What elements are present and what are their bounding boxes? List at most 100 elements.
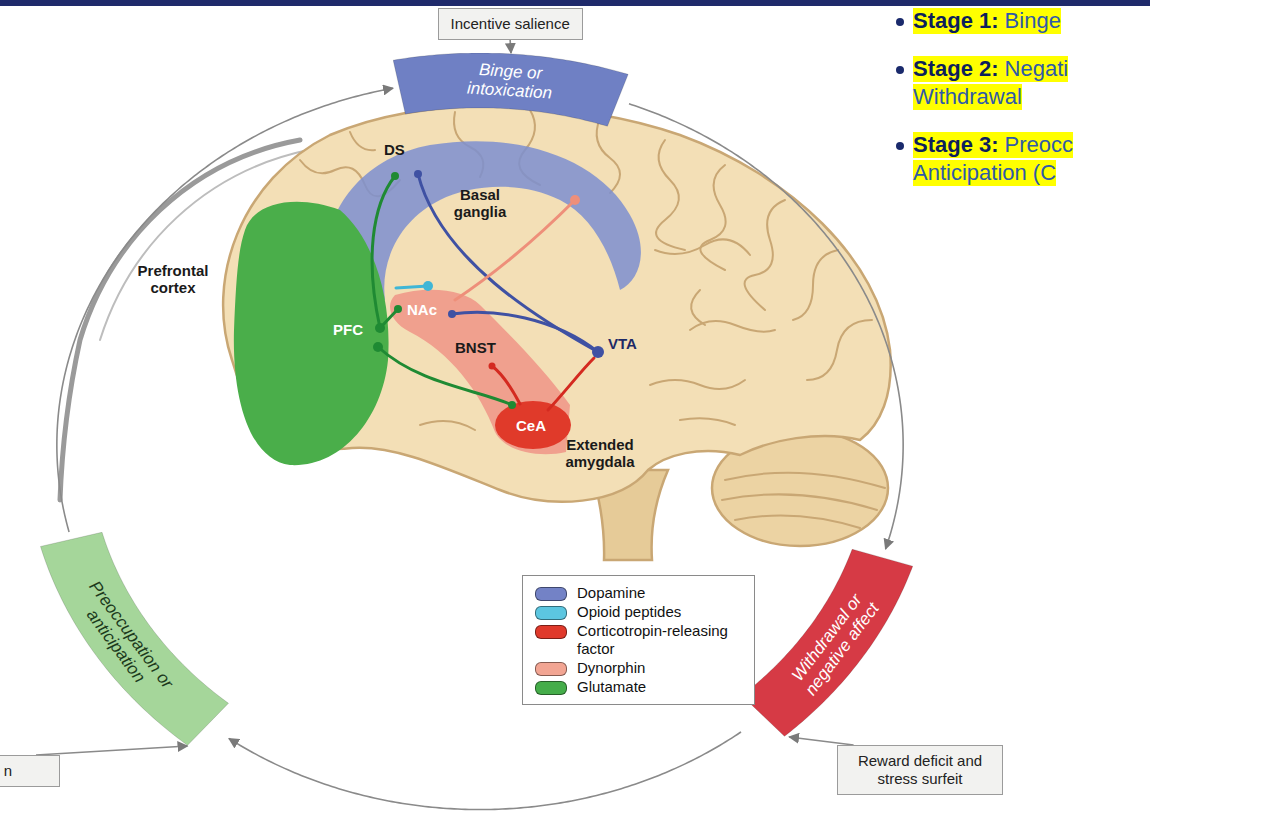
stage-heading: Stage 3:: [913, 132, 999, 158]
region-label: Extended amygdala: [555, 436, 645, 471]
label-slot: BNST: [455, 339, 496, 357]
label-slot: Basal ganglia: [440, 186, 520, 221]
cycle-arrow: [509, 40, 511, 53]
stage-band: Preoccupation or anticipation: [40, 532, 229, 746]
structure-label: PFC: [333, 321, 363, 338]
pathway-line: [492, 366, 520, 404]
pathway-line: [372, 174, 598, 410]
brain-shape: [680, 418, 735, 425]
label-slot: Binge: [999, 8, 1061, 34]
legend-swatch: [535, 587, 567, 601]
stage-text: Anticipation (C: [913, 160, 1056, 186]
label-slot: DS: [384, 141, 405, 159]
bullet-dot: [896, 18, 904, 26]
legend-swatch: [535, 662, 567, 676]
structure-label: DS: [384, 141, 405, 158]
label-slot: CeA: [516, 417, 546, 435]
structure-label: CeA: [516, 417, 546, 434]
cycle-arrow: [36, 746, 187, 755]
legend-row: Corticotropin-releasing factor: [535, 622, 742, 658]
stage-heading: Stage 2:: [913, 56, 999, 82]
brain-regions: [234, 141, 641, 465]
prefrontal-region: [234, 202, 389, 465]
stage-band: Binge or intoxication: [393, 53, 629, 127]
brain-shape: [691, 290, 705, 325]
process-box: n: [0, 755, 60, 787]
structure-label: NAc: [407, 301, 437, 318]
pathway-terminal: [570, 195, 580, 205]
legend-swatch: [535, 625, 567, 639]
label-slot: Prefrontal cortex: [128, 262, 218, 297]
label-slot: VTA: [608, 335, 637, 353]
pathway-terminal: [394, 305, 402, 313]
brain-shape: [793, 250, 838, 320]
legend-text: Opioid peptides: [577, 603, 681, 621]
brain-shape: [722, 473, 885, 528]
pathway-terminal: [508, 401, 516, 409]
pathway-line: [548, 358, 594, 410]
cycle-arrow: [57, 88, 393, 532]
legend-text: Dopamine: [577, 584, 645, 602]
stage-text: Preocc: [999, 132, 1073, 158]
cycle-arrow: [229, 732, 741, 810]
label-slot: Extended amygdala: [555, 436, 645, 471]
label-slot: Stage 3:: [913, 132, 999, 158]
box-text: Reward deficit and stress surfeit: [850, 752, 990, 788]
bullet-dot: [896, 18, 904, 150]
process-box: Incentive salience: [438, 8, 583, 40]
label-slot: NAc: [407, 301, 437, 319]
pathway-terminal: [448, 310, 456, 318]
cycle-arrow: [629, 104, 903, 549]
label-slot: Stage 2:: [913, 56, 999, 82]
legend-text: Glutamate: [577, 678, 646, 696]
stage-text: Negati: [999, 56, 1069, 82]
brain-shape: [655, 239, 750, 255]
pathway-line: [372, 176, 395, 328]
stage-text: Withdrawal: [913, 84, 1022, 110]
legend-swatch: [535, 606, 567, 620]
region-label: Basal ganglia: [440, 186, 520, 221]
structure-label: VTA: [608, 335, 637, 352]
stage-heading: Stage 1:: [913, 8, 999, 34]
pathway-terminal: [373, 342, 383, 352]
brain-shape: [223, 106, 891, 502]
brain-shape: [735, 516, 860, 529]
legend-box: DopamineOpioid peptidesCorticotropin-rel…: [522, 575, 755, 705]
pathway-terminal: [391, 172, 399, 180]
brain-shape: [420, 421, 475, 430]
brain-shape: [807, 320, 872, 380]
brain-shape: [656, 140, 685, 250]
brain-shape: [700, 165, 725, 270]
label-slot: PFC: [333, 321, 363, 339]
brain-shape: [722, 494, 877, 510]
pathway-terminal: [423, 281, 433, 291]
pathway-line: [418, 174, 598, 352]
brain-shape: [223, 106, 891, 560]
label-slot: Preocc: [999, 132, 1073, 158]
stage-text: Binge: [999, 8, 1061, 34]
bullet-dot: [896, 142, 904, 150]
pathway-terminal: [414, 170, 422, 178]
band-shape: [742, 549, 913, 736]
pathway-terminal: [373, 170, 604, 409]
brain-shape: [650, 380, 745, 389]
structure-label: BNST: [455, 339, 496, 356]
legend-swatch: [535, 681, 567, 695]
label-slot: Negati: [999, 56, 1069, 82]
cea-region: [495, 401, 571, 449]
bullet-dot: [896, 66, 904, 74]
legend-text: Corticotropin-releasing factor: [577, 622, 742, 658]
legend-row: Glutamate: [535, 678, 742, 696]
label-slot: Anticipation (C: [913, 160, 1056, 186]
legend-text: Dynorphin: [577, 659, 645, 677]
box-text: Incentive salience: [451, 15, 570, 33]
cycle-arrow: [789, 737, 853, 745]
stage-band: Withdrawal or negative affect: [741, 549, 913, 737]
stage-label: Binge or intoxication: [453, 60, 565, 104]
process-box: Reward deficit and stress surfeit: [837, 745, 1003, 795]
pathway-terminal: [489, 363, 496, 370]
legend-row: Dynorphin: [535, 659, 742, 677]
pathway-terminal: [375, 323, 385, 333]
label-slot: Stage 1:: [913, 8, 999, 34]
